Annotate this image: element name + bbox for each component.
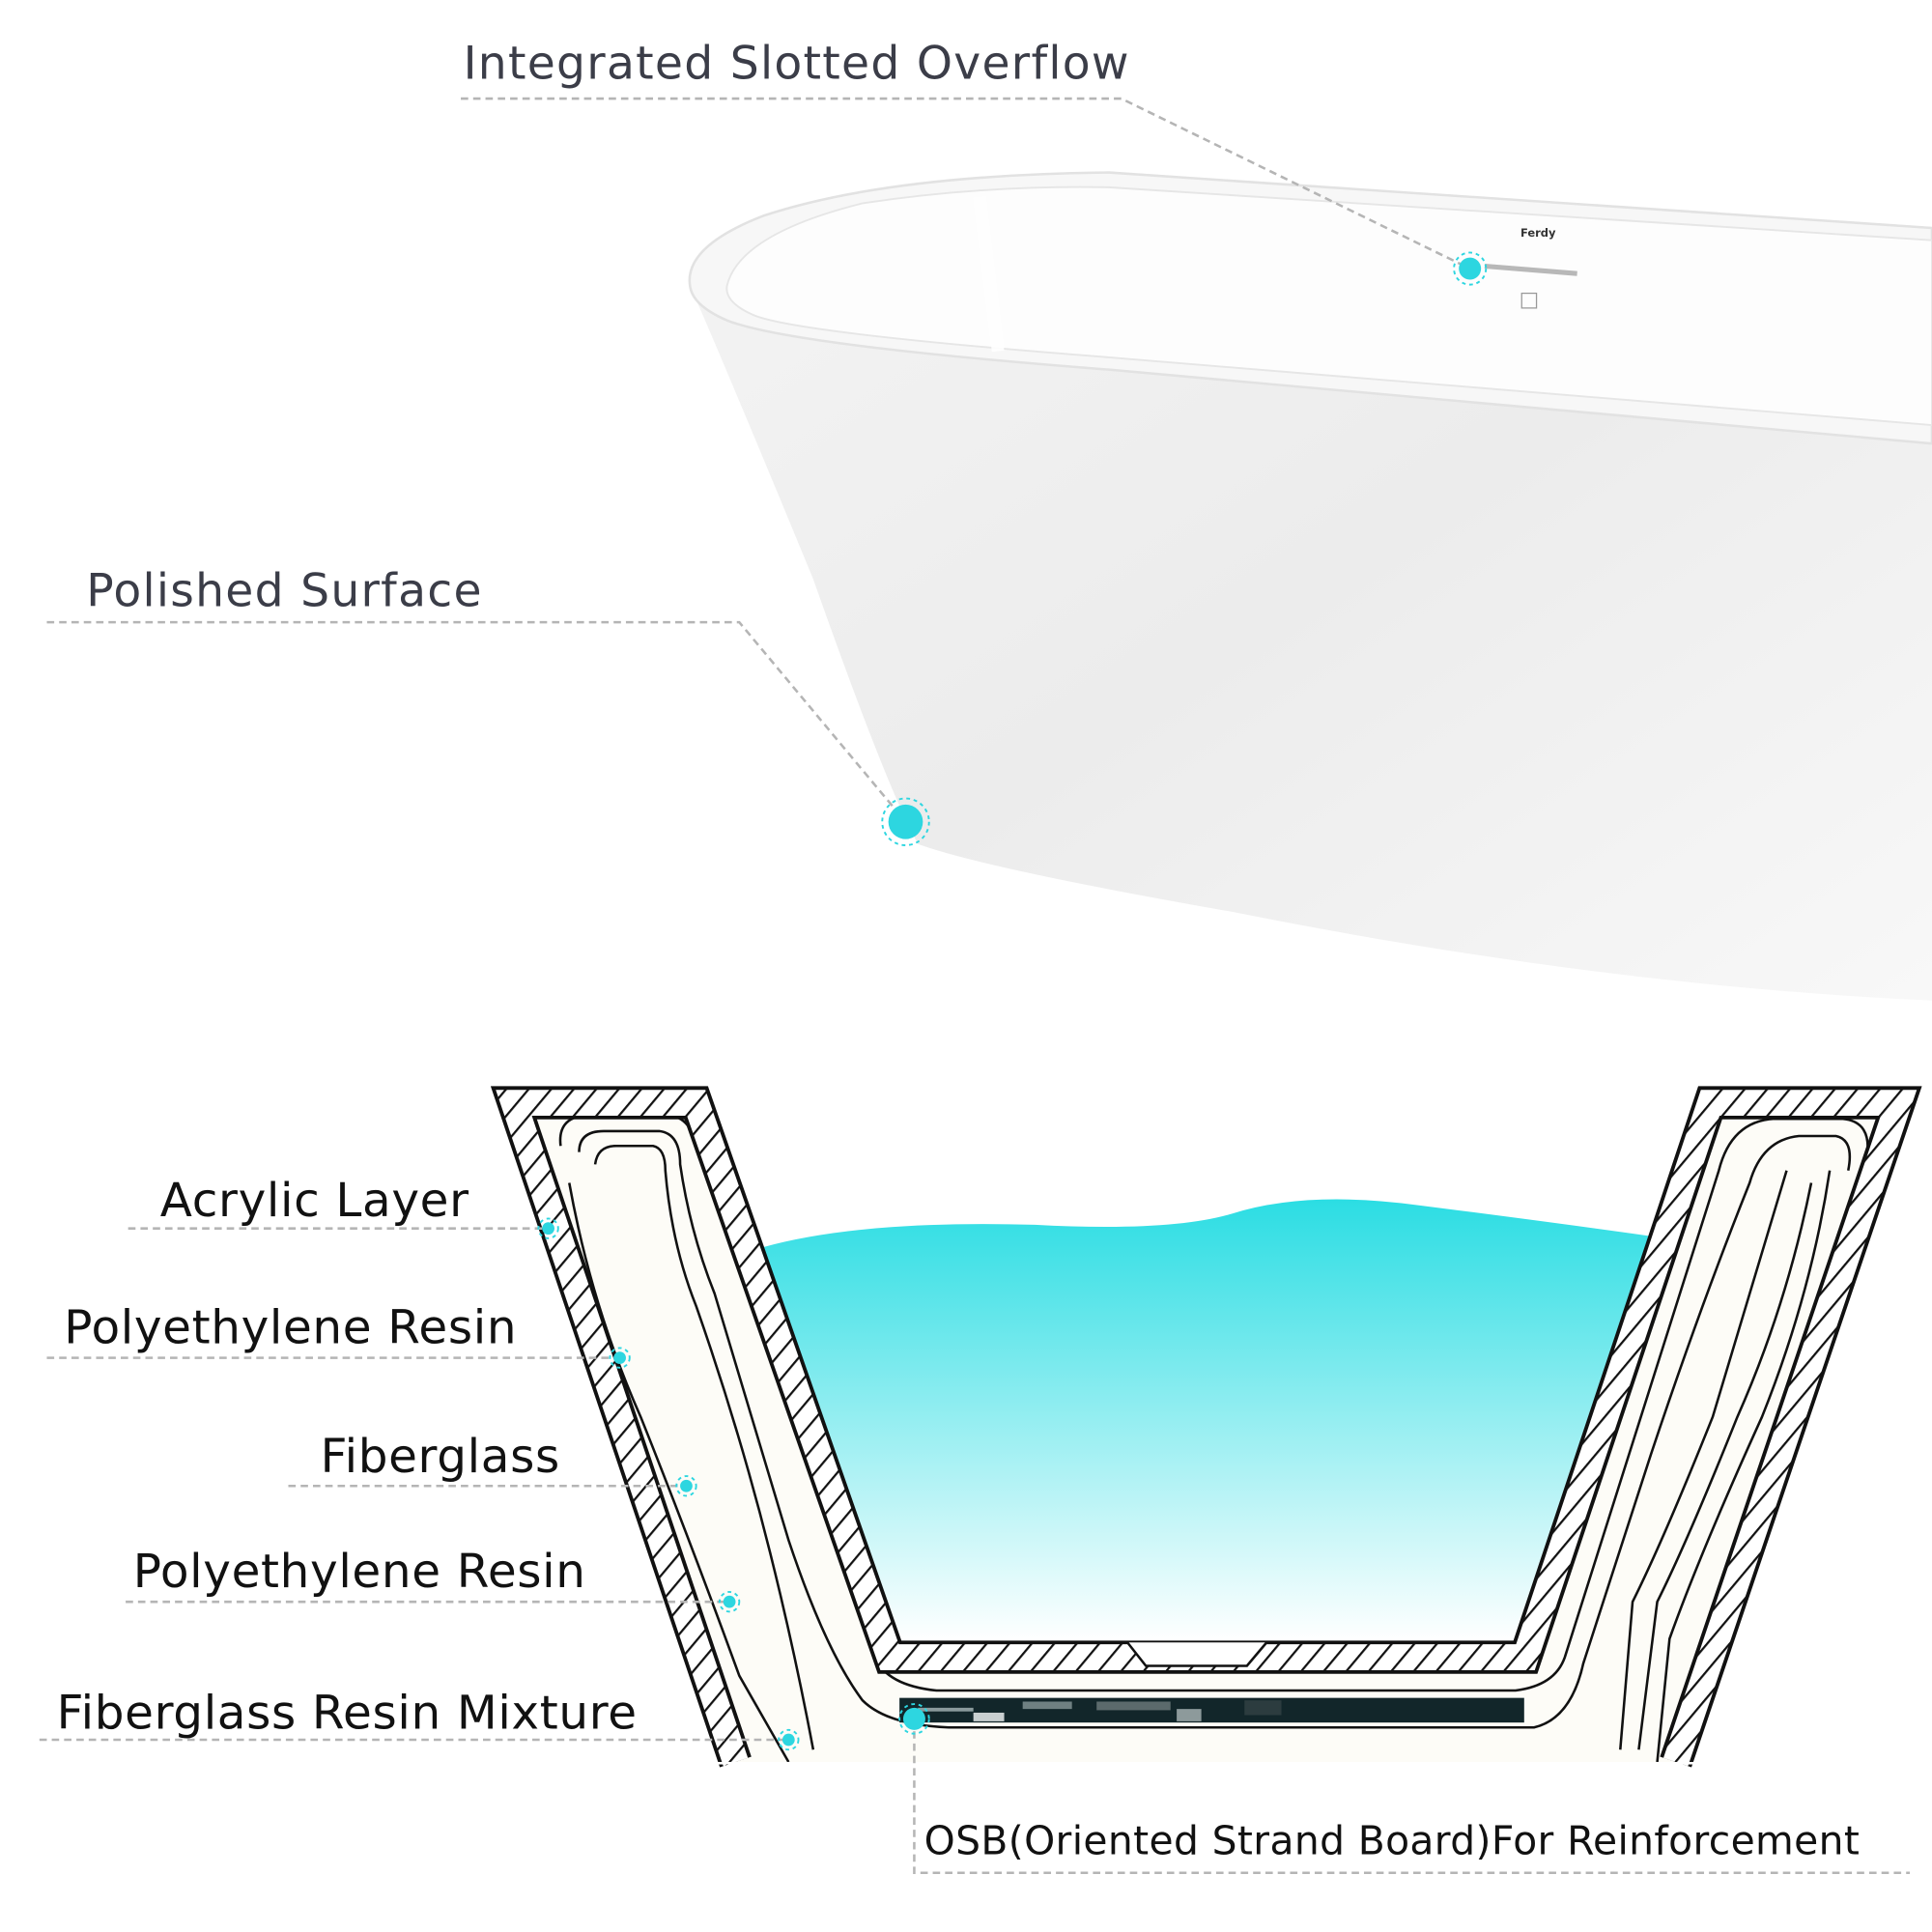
layer-line (568, 1182, 790, 1763)
label-surface: Polished Surface (86, 565, 483, 618)
callout-osb: OSB(Oriented Strand Board)For Reinforcem… (898, 1703, 1911, 1875)
label-overflow: Integrated Slotted Overflow (464, 38, 1130, 91)
label-fiberglass: Fiberglass (321, 1430, 560, 1484)
marker-ring (609, 1347, 631, 1369)
label-acrylic: Acrylic Layer (160, 1174, 469, 1228)
label-resin-2: Polyethylene Resin (133, 1545, 586, 1599)
drain-recess (1126, 1641, 1268, 1667)
marker-dot (902, 1707, 925, 1730)
marker-ring (675, 1475, 697, 1497)
marker-ring (881, 797, 930, 846)
callout-resin-2: Polyethylene Resin (126, 1545, 741, 1613)
leader-line (461, 97, 1471, 270)
marker-dot (613, 1351, 626, 1364)
qr-icon (1520, 292, 1538, 309)
leader-line (913, 1719, 1911, 1875)
marker-ring (1453, 251, 1488, 286)
marker-dot (723, 1595, 736, 1608)
osb-board (899, 1697, 1524, 1723)
leader-line (46, 620, 907, 823)
label-osb: OSB(Oriented Strand Board)For Reinforcem… (924, 1818, 1861, 1864)
marker-dot (888, 804, 923, 839)
marker-ring (898, 1703, 930, 1735)
layer-line (1656, 1170, 1832, 1763)
label-resin-1: Polyethylene Resin (64, 1300, 517, 1354)
marker-dot (781, 1733, 795, 1747)
layer-line (578, 1129, 1852, 1729)
callout-resin-1: Polyethylene Resin (46, 1300, 631, 1369)
callout-fiberglass: Fiberglass (288, 1430, 697, 1497)
marker-ring (537, 1217, 559, 1239)
layer-line (1619, 1170, 1788, 1750)
layer-line (1637, 1182, 1813, 1750)
brand-logo: Ferdy (1520, 226, 1556, 240)
callout-surface: Polished Surface (46, 565, 930, 846)
marker-ring (778, 1728, 800, 1751)
water (763, 1199, 1649, 1641)
callout-mixture: Fiberglass Resin Mixture (39, 1687, 800, 1751)
label-mixture: Fiberglass Resin Mixture (57, 1687, 638, 1741)
layer-line (593, 1144, 815, 1750)
cross-section (490, 1086, 1922, 1768)
marker-dot (542, 1222, 554, 1236)
callout-acrylic: Acrylic Layer (128, 1174, 559, 1239)
callout-overflow: Integrated Slotted Overflow (461, 38, 1488, 286)
marker-dot (1459, 257, 1482, 280)
marker-ring (718, 1591, 741, 1613)
bathtub-render: Ferdy (688, 171, 1932, 1001)
marker-dot (680, 1479, 693, 1492)
overflow-slot (1484, 263, 1577, 276)
